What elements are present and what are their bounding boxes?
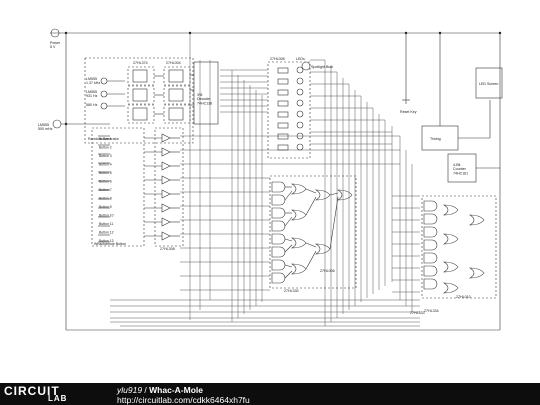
label-buttons-title: Whackamole Button — [94, 242, 126, 246]
label-chip-f: 27HL330 — [284, 289, 299, 293]
button-label-7: Button 7 — [99, 188, 112, 192]
label-spotlight: Spotlight Bulb — [311, 65, 333, 69]
logo-text-bottom: LAB — [48, 394, 68, 403]
label-chip-c: 27HL008 — [270, 57, 285, 61]
label-led-screen: LED Screen — [479, 82, 498, 86]
byline: ylu919 / Whac-A-Mole — [117, 385, 203, 395]
label-chip-d: 27HL308 — [160, 247, 175, 251]
label-chip-a: 27HL374 — [133, 61, 148, 65]
button-label-6: Button 6 — [99, 180, 112, 184]
circuit-title[interactable]: Whac-A-Mole — [149, 385, 203, 395]
button-label-group: Button 1 Button 2 Button 3 Button 4 Button 5… — [99, 137, 114, 243]
button-label-10: Button 10 — [99, 214, 114, 218]
circuit-link[interactable]: http://circuitlab.com/cdkk6464xh7fu — [117, 395, 250, 405]
label-chip-e: 27HL006 — [320, 269, 335, 273]
byline-separator: / — [142, 385, 150, 395]
button-label-3: Button 3 — [99, 154, 112, 158]
button-label-1: Button 1 — [99, 137, 112, 141]
label-timing: Timing — [430, 137, 441, 141]
button-label-2: Button 2 — [99, 146, 112, 150]
label-chip-b: 27HL004 — [166, 61, 181, 65]
label-chip-h: 27HL334 — [424, 309, 439, 313]
footer-bar: CIRCUIT LAB ylu919 / Whac-A-Mole http://… — [0, 383, 540, 405]
button-label-4: Button 4 — [99, 163, 112, 167]
logo-text-top: CIRCUIT — [4, 384, 60, 398]
circuitlab-logo[interactable]: CIRCUIT LAB — [2, 384, 110, 404]
button-label-5: Button 5 — [99, 171, 112, 175]
button-label-9: Button 9 — [99, 205, 112, 209]
button-label-13: Button 13 — [99, 239, 114, 243]
author-name[interactable]: ylu919 — [117, 385, 143, 395]
label-reset: Reset Key — [400, 110, 417, 114]
circuit-url: http://circuitlab.com/cdkk6464xh7fu — [117, 395, 250, 405]
label-chip-g: 27HL010 — [456, 295, 471, 299]
label-rng: Random Generator — [88, 137, 120, 141]
label-leds: LEDs — [296, 57, 305, 61]
button-label-12: Button 12 — [99, 231, 114, 235]
label-chip-i: 27HL333 — [410, 311, 425, 315]
label-led-slow: 580 Hz — [86, 103, 98, 107]
button-label-11: Button 11 — [99, 222, 113, 226]
button-label-8: Button 8 — [99, 197, 112, 201]
